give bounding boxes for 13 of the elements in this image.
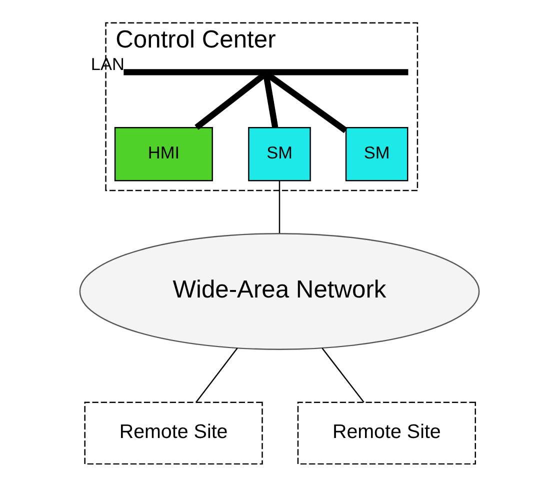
connector — [278, 180, 280, 234]
connector — [195, 348, 238, 403]
node-box: SM — [248, 127, 310, 182]
node-box: Remote Site — [84, 402, 262, 465]
node-box: Remote Site — [296, 402, 476, 465]
node-label: LAN — [90, 54, 124, 74]
node-bar — [123, 69, 408, 76]
node-ellipse: Wide-Area Network — [78, 232, 480, 350]
node-box: HMI — [114, 127, 212, 182]
connector — [194, 72, 266, 130]
node-box: SM — [344, 127, 408, 182]
connector — [262, 74, 278, 128]
connector — [321, 348, 364, 403]
